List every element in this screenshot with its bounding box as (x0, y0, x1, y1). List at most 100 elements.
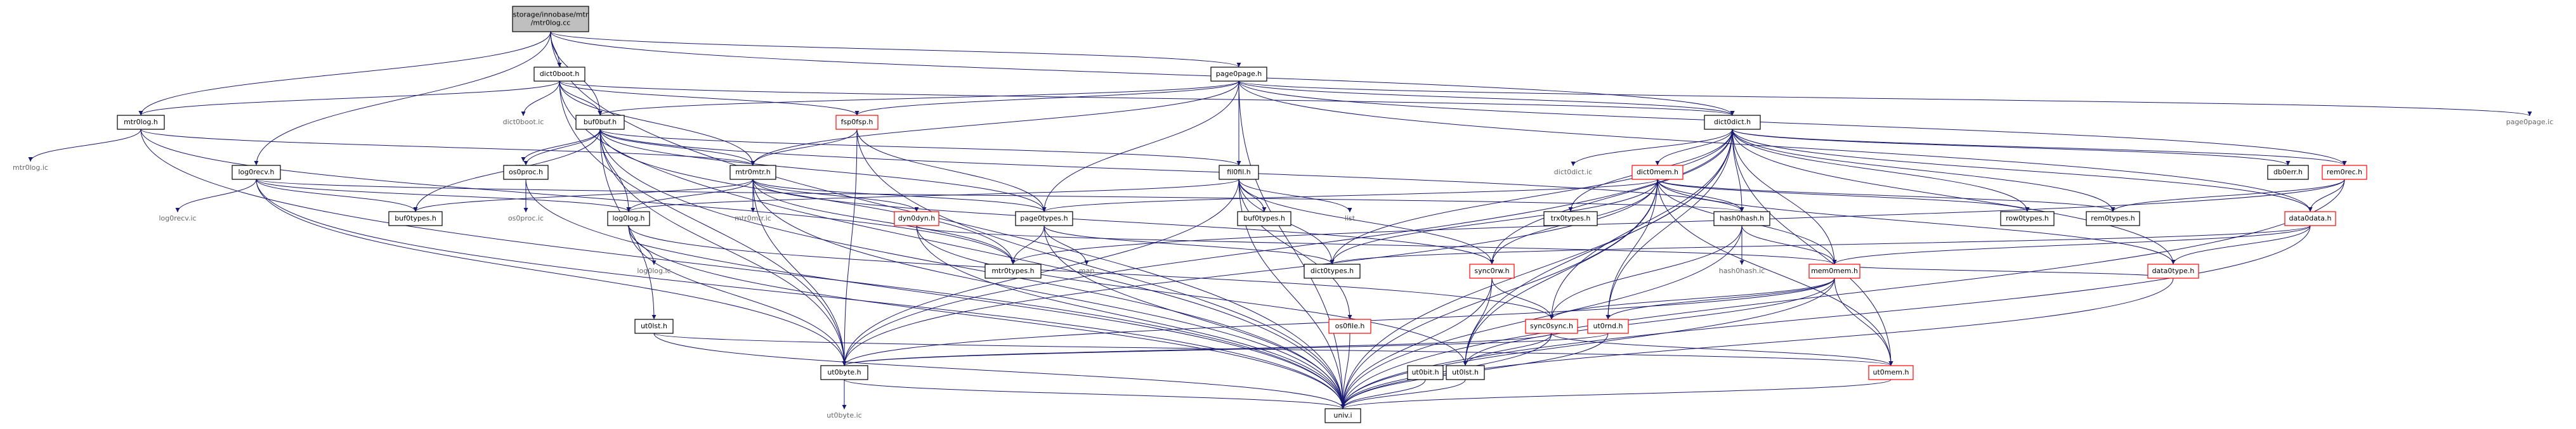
dependency-edge (1732, 129, 2030, 212)
node-os0file-h[interactable]: os0file.h (1328, 319, 1371, 334)
node-hash0hash-top[interactable]: fsp0fsp.h (835, 115, 879, 130)
node-label: dict0mem.h (1637, 168, 1678, 176)
node-label: hash0hash.ic (1719, 267, 1765, 275)
node-box (1210, 67, 1267, 82)
node-page0page-h[interactable]: page0page.h (1210, 67, 1267, 82)
node-fil0fil-h[interactable]: fil0fil.h (1219, 165, 1259, 180)
dependency-edge (626, 179, 754, 212)
node-ut0rnd-h[interactable]: ut0rnd.h (1587, 319, 1629, 334)
node-box (575, 115, 625, 130)
node-mtr0mtr-h[interactable]: mtr0mtr.h (729, 165, 776, 180)
dependency-edge (1605, 129, 1733, 320)
node-label: hash0hash.h (1720, 214, 1764, 222)
node-ut0lst-h[interactable]: ut0lst.h (634, 319, 674, 334)
node-data0type-h[interactable]: data0type.h (2147, 264, 2199, 279)
node-mem0mem-h[interactable]: mem0mem.h (1808, 264, 1860, 279)
node-box (607, 211, 650, 226)
node-log0recv-h[interactable]: log0recv.h (232, 165, 281, 180)
node-root[interactable]: storage/innobase/mtr/mtr0log.cc (512, 6, 589, 32)
node-label: storage/innobase/mtr (513, 11, 589, 19)
node-label: dict0dict.ic (1554, 168, 1592, 176)
node-dyn0dyn-h[interactable]: dyn0dyn.h (894, 211, 939, 226)
node-label: dyn0dyn.h (898, 214, 935, 222)
node-buf0buf-h[interactable]: buf0buf.h (575, 115, 625, 130)
node-page0types-h[interactable]: page0types.h (1015, 211, 1073, 226)
dependency-edge (752, 179, 847, 366)
dependency-edge (916, 225, 1345, 409)
dependency-edge (1463, 278, 1835, 366)
node-sync0sync-h[interactable]: sync0sync.h (1525, 319, 1578, 334)
node-dict0mem-h[interactable]: dict0mem.h (1631, 165, 1684, 180)
node-log0log-h[interactable]: log0log.h (607, 211, 650, 226)
node-ut0mem-h[interactable]: ut0mem.h (1868, 365, 1914, 380)
node-log0recv-ic: log0recv.ic (159, 214, 196, 222)
node-univ-i[interactable]: univ.i (1324, 408, 1361, 423)
node-label: ut0lst.h (641, 322, 667, 330)
node-label: fil0fil.h (1227, 168, 1250, 176)
node-box (1219, 165, 1259, 180)
dependency-edge (140, 129, 1016, 265)
node-label: sync0sync.h (1530, 322, 1573, 330)
node-box (1704, 115, 1761, 130)
dependency-edge (1463, 333, 1552, 366)
node-db0err-h[interactable]: db0err.h (2267, 165, 2309, 180)
node-data0data-h[interactable]: data0data.h (2284, 211, 2336, 226)
dependency-edge (1238, 80, 2347, 166)
node-dict0dict-h[interactable]: dict0dict.h (1704, 115, 1761, 130)
node-label: ut0mem.h (1873, 368, 1909, 376)
node-label: page0page.h (1216, 70, 1262, 78)
node-label: log0log.h (612, 214, 644, 222)
node-box (2322, 165, 2367, 180)
dependency-edge (1238, 179, 1352, 320)
dependency-edge (599, 129, 755, 166)
node-label: buf0buf.h (584, 118, 617, 126)
node-box (1237, 211, 1291, 226)
dependency-edge (1330, 225, 2311, 265)
node-mtr0log-h[interactable]: mtr0log.h (117, 115, 165, 130)
node-rem0rec-h[interactable]: rem0rec.h (2322, 165, 2367, 180)
dependency-edge (599, 129, 847, 366)
dependency-edge (599, 129, 1047, 212)
dependency-edge (1340, 278, 2174, 409)
node-ut0lst2[interactable]: ut0lst.h (1446, 365, 1485, 380)
node-os0proc-h[interactable]: os0proc.h (503, 165, 549, 180)
node-label: os0file.h (1335, 322, 1365, 330)
dependency-edge (550, 31, 1735, 116)
node-mtr0types-h[interactable]: mtr0types.h (984, 264, 1042, 279)
dependency-edge (1340, 225, 1742, 409)
dependency-edge (842, 179, 1239, 366)
dependency-edge (752, 179, 1047, 212)
dependency-edge (1238, 179, 1494, 265)
dependency-edge (752, 179, 1016, 265)
node-sync0rw-h[interactable]: sync0rw.h (1469, 264, 1515, 279)
node-dict0types-h[interactable]: dict0types.h (1304, 264, 1361, 279)
dependency-edge (559, 80, 860, 116)
dependency-edge (256, 179, 1345, 409)
dependency-edge (1657, 179, 2030, 212)
dependency-edge (842, 179, 1658, 366)
node-label: fsp0fsp.h (841, 118, 873, 126)
dependency-edge (1340, 179, 2345, 409)
node-dict0boot-h[interactable]: dict0boot.h (533, 67, 585, 82)
node-hash0hash-h[interactable]: hash0hash.h (1713, 211, 1770, 226)
node-ut0bit-h[interactable]: ut0bit.h (1407, 365, 1444, 380)
node-trx0types-h[interactable]: trx0types.h (1543, 211, 1598, 226)
dependency-edge (256, 179, 418, 212)
dependency-edge (752, 179, 919, 212)
node-label: trx0types.h (1551, 214, 1591, 222)
node-ut0byte-ic: ut0byte.ic (827, 411, 861, 419)
node-label: db0err.h (2273, 168, 2303, 176)
node-rem0types-h[interactable]: rem0types.h (2086, 211, 2140, 226)
node-label: log0recv.h (239, 168, 275, 176)
node-ut0byte-h[interactable]: ut0byte.h (820, 365, 868, 380)
node-buf0types-h[interactable]: buf0types.h (388, 211, 443, 226)
dependency-edge (1657, 179, 2115, 212)
node-box (2284, 211, 2336, 226)
node-label: log0recv.ic (159, 214, 196, 222)
node-label: sync0rw.h (1474, 267, 1509, 275)
dependency-edge (1832, 264, 2174, 279)
dependency-edge (1741, 225, 1837, 265)
node-buf0types2[interactable]: buf0types.h (1237, 211, 1291, 226)
dependency-edge (599, 129, 1744, 212)
node-row0types-h[interactable]: row0types.h (2000, 211, 2055, 226)
